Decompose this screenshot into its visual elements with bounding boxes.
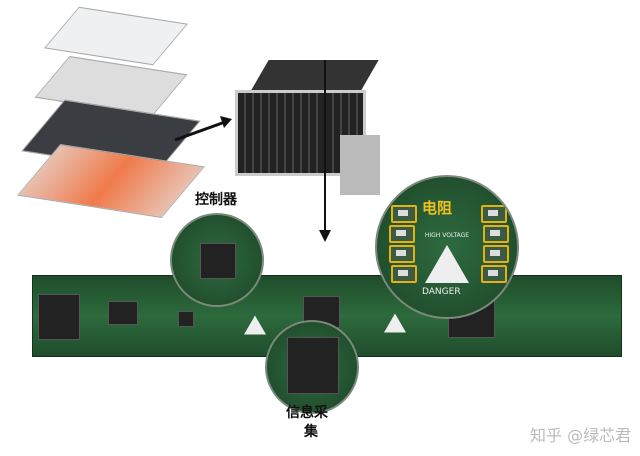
watermark: 知乎 @绿芯君 [530, 426, 632, 445]
info-collection-zoom [265, 320, 359, 414]
label-controller: 控制器 [195, 192, 237, 208]
label-info-collection: 信息采 [286, 405, 328, 421]
resistor [483, 225, 509, 243]
resistor [481, 205, 507, 223]
ic-chip [108, 301, 138, 325]
high-voltage-text: HIGH VOLTAGE [424, 232, 470, 239]
battery-module [220, 55, 385, 205]
warning-icon [384, 313, 406, 333]
module-cells [235, 90, 366, 176]
danger-text: DANGER [422, 287, 461, 297]
warning-icon [244, 315, 266, 335]
connector-chip [287, 337, 339, 394]
label-resistor: 电阻 [422, 199, 453, 217]
mcu-chip [200, 243, 236, 279]
resistor [391, 265, 417, 283]
resistor [483, 245, 509, 263]
ic-chip [178, 311, 194, 327]
controller-zoom [170, 213, 264, 307]
connector-left [38, 294, 80, 340]
label-info-collection-2: 集 [304, 424, 318, 440]
resistor [481, 265, 507, 283]
resistor [391, 205, 417, 223]
arrow-pack-to-module [174, 120, 226, 142]
high-voltage-icon [425, 245, 469, 283]
resistor [389, 225, 415, 243]
resistor-zoom: 电阻 HIGH VOLTAGE DANGER [375, 175, 519, 319]
resistor [389, 245, 415, 263]
module-endplate [340, 135, 380, 195]
